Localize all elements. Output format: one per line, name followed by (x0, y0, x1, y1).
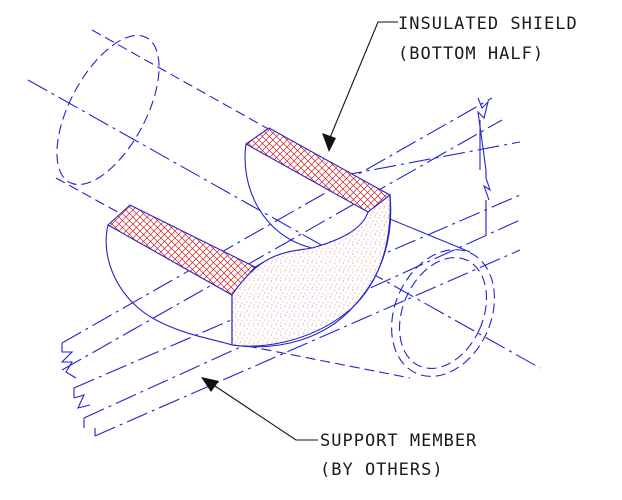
label-support-member-line1: SUPPORT MEMBER (320, 431, 477, 451)
arrowhead-shield (322, 133, 336, 152)
arrowhead-support (201, 377, 219, 392)
label-insulated-shield-line1: INSULATED SHIELD (398, 14, 578, 34)
pipe-centerline (27, 79, 541, 369)
leader-insulated-shield (322, 21, 398, 152)
shield-top-edge-left (107, 204, 256, 296)
shield-end-face (231, 193, 391, 347)
insulated-shield (105, 127, 392, 348)
pipe-phantom-outline (55, 29, 346, 253)
leader-support-member (201, 377, 318, 441)
label-insulated-shield-line2: (BOTTOM HALF) (398, 44, 544, 64)
label-support-member-line2: (BY OTHERS) (320, 460, 444, 480)
support-member (60, 97, 521, 437)
shield-top-edge-right (244, 127, 391, 213)
